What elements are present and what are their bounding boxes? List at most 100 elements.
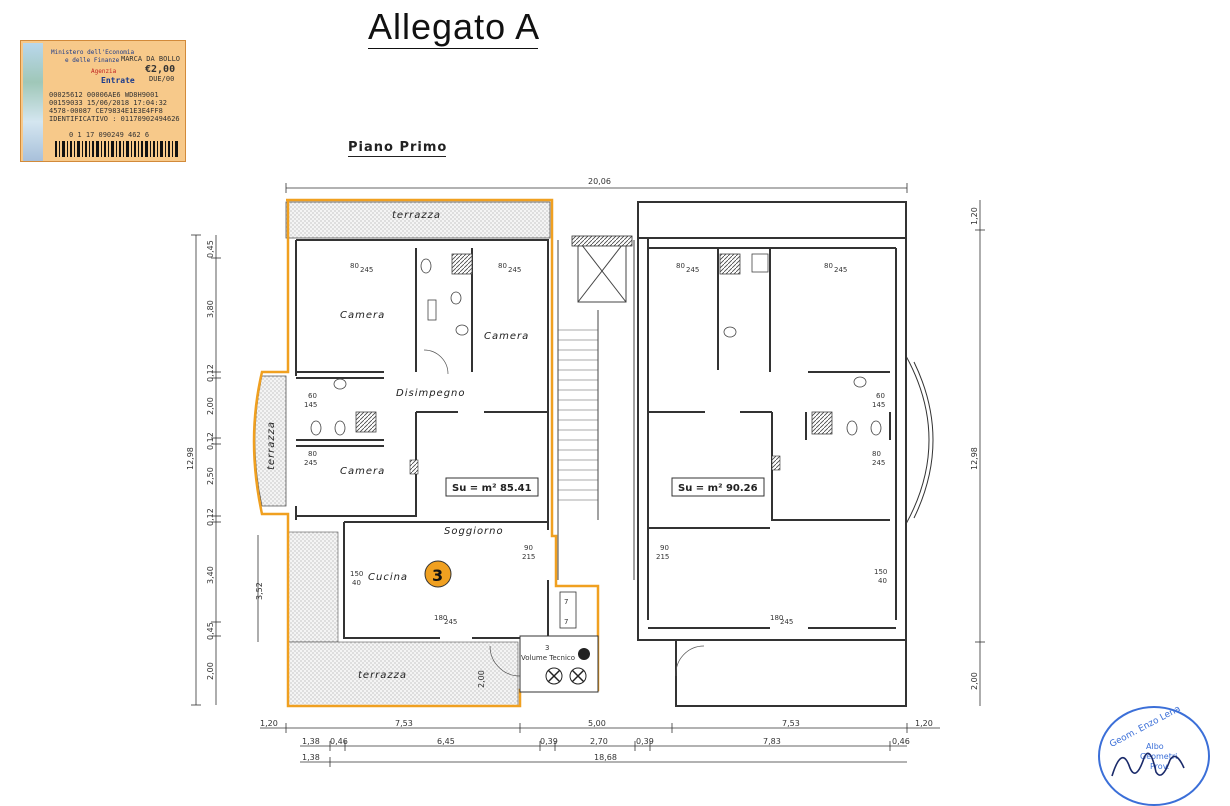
left-unit-walls bbox=[295, 239, 549, 639]
op-a215-2: 215 bbox=[656, 553, 669, 561]
op-a90-2: 90 bbox=[660, 544, 669, 552]
dim-bottom-1: 1,20 bbox=[260, 719, 278, 728]
right-unit-walls bbox=[637, 201, 907, 707]
terrace-top bbox=[285, 201, 551, 239]
stamp-barcode-number: 0 1 17 090249 462 6 bbox=[69, 131, 150, 139]
op-a80-4: 80 bbox=[676, 262, 685, 270]
bathroom-fixtures bbox=[310, 253, 882, 436]
dim-left-seg-10: 2,00 bbox=[206, 662, 215, 680]
floor-label: Piano Primo bbox=[348, 140, 448, 155]
page-title: Allegato A bbox=[368, 6, 541, 47]
dim-left-seg-4: 2,00 bbox=[206, 397, 215, 415]
op-a245-2: 245 bbox=[508, 266, 521, 274]
dim-bottom-2: 7,53 bbox=[395, 719, 413, 728]
dim-bottom2-1: 1,38 bbox=[302, 737, 320, 746]
op-a245-7: 245 bbox=[872, 459, 885, 467]
label-disimpegno: Disimpegno bbox=[396, 388, 466, 399]
stamp-line-1: 00025612 00006AE6 WD8H9001 bbox=[49, 91, 159, 99]
surface-right: Su = m² 90.26 bbox=[678, 483, 758, 494]
surveyor-seal: Geom. Enzo Lena Albo Geometri Prov. bbox=[1098, 704, 1210, 806]
signature-mark bbox=[1111, 752, 1185, 777]
dim-left-seg-9: 0,45 bbox=[206, 622, 215, 640]
op-a245-8: 245 bbox=[780, 618, 793, 626]
dim-right-total: 12,98 bbox=[970, 447, 979, 470]
pillar-right bbox=[771, 455, 781, 471]
dim-top-total: 20,06 bbox=[588, 177, 611, 186]
stamp-issuer-3: Agenzia bbox=[91, 68, 117, 75]
label-cucina: Cucina bbox=[368, 572, 408, 583]
dim-bottom-5: 1,20 bbox=[915, 719, 933, 728]
op-a80-5: 80 bbox=[824, 262, 833, 270]
op-a60-1: 60 bbox=[308, 392, 317, 400]
label-camera-2: Camera bbox=[484, 331, 529, 342]
surface-left: Su = m² 85.41 bbox=[452, 483, 532, 494]
unit-3-outline bbox=[252, 198, 600, 708]
dim-bottom2-4: 0,39 bbox=[540, 737, 558, 746]
dim-bottom3-2: 18,68 bbox=[594, 753, 617, 762]
dim-bottom2-2: 0,46 bbox=[330, 737, 348, 746]
op-a80-3: 80 bbox=[308, 450, 317, 458]
dimension-lines bbox=[195, 183, 981, 763]
pillar-left bbox=[409, 459, 419, 475]
unit-number-badge bbox=[424, 560, 452, 588]
stamp-issuer-1: Ministero dell'Economia bbox=[51, 49, 135, 56]
surface-box-left bbox=[445, 477, 539, 497]
op-a80-2: 80 bbox=[498, 262, 507, 270]
label-camera-3: Camera bbox=[340, 466, 385, 477]
right-bay-window bbox=[905, 355, 930, 525]
seal-line-2: Albo bbox=[1146, 742, 1164, 751]
stamp-label: MARCA DA BOLLO bbox=[121, 55, 181, 63]
fan-icon bbox=[545, 648, 590, 685]
op-a145-1: 145 bbox=[304, 401, 317, 409]
op-a60-2: 60 bbox=[876, 392, 885, 400]
dim-bottom-inner: 2,00 bbox=[477, 670, 486, 688]
op-a215-1: 215 bbox=[522, 553, 535, 561]
dim-bottom-4: 7,53 bbox=[782, 719, 800, 728]
dim-bottom2-3: 6,45 bbox=[437, 737, 455, 746]
label-terrazza-top: terrazza bbox=[392, 210, 441, 221]
stamp-line-2: 00159033 15/06/2018 17:04:32 bbox=[49, 99, 168, 107]
label-soggiorno: Soggiorno bbox=[444, 526, 504, 537]
op-a245-5: 245 bbox=[686, 266, 699, 274]
op-a40-1: 40 bbox=[352, 579, 361, 587]
stamp-line-4: IDENTIFICATIVO : 01170902494626 bbox=[49, 115, 180, 123]
terrace-left-lower bbox=[287, 531, 339, 643]
dim-bottom2-8: 0,46 bbox=[892, 737, 910, 746]
dim-left-seg-7: 0,12 bbox=[206, 508, 215, 526]
barcode-icon bbox=[55, 141, 178, 157]
stamp-issuer-4: Entrate bbox=[101, 76, 135, 85]
dim-left-seg-3: 0,12 bbox=[206, 364, 215, 382]
op-a180-1: 180 bbox=[434, 614, 447, 622]
dim-left-inner: 3,52 bbox=[255, 582, 264, 600]
dim-left-seg-5: 0,12 bbox=[206, 432, 215, 450]
dim-bottom-3: 5,00 bbox=[588, 719, 606, 728]
title-underline bbox=[368, 48, 538, 49]
stamp-amount-words: DUE/00 bbox=[149, 75, 175, 83]
label-terrazza-bottom: terrazza bbox=[358, 670, 407, 681]
op-a145-2: 145 bbox=[872, 401, 885, 409]
op-a245-3: 245 bbox=[304, 459, 317, 467]
volume-tecnico-box bbox=[519, 635, 599, 693]
dim-right-bottom: 2,00 bbox=[970, 672, 979, 690]
dim-right-top: 1,20 bbox=[970, 207, 979, 225]
staircase bbox=[557, 239, 635, 580]
op-a245-4: 245 bbox=[444, 618, 457, 626]
op-a180-2: 180 bbox=[770, 614, 783, 622]
hologram-strip bbox=[23, 43, 43, 161]
volume-tecnico-label: Volume Tecnico bbox=[521, 654, 575, 662]
dim-left-total: 12,98 bbox=[186, 447, 195, 470]
op-a80-1: 80 bbox=[350, 262, 359, 270]
unit-number: 3 bbox=[432, 566, 443, 585]
dim-bottom2-5: 2,70 bbox=[590, 737, 608, 746]
stamp-line-3: 4578-00087 CE79834E1E3E4FF8 bbox=[49, 107, 163, 115]
dim-bottom2-6: 0,39 bbox=[636, 737, 654, 746]
op-a80-6: 80 bbox=[872, 450, 881, 458]
opening-labels: 80 245 80 245 60 145 80 245 90 215 150 4… bbox=[304, 262, 887, 626]
stair-steps bbox=[558, 329, 598, 501]
meter-label-2: 7 bbox=[564, 618, 568, 626]
label-terrazza-left: terrazza bbox=[266, 421, 277, 470]
op-a150-2: 150 bbox=[874, 568, 887, 576]
dim-bottom2-7: 7,83 bbox=[763, 737, 781, 746]
door-swings bbox=[423, 349, 705, 677]
volume-tecnico-number: 3 bbox=[545, 644, 549, 652]
